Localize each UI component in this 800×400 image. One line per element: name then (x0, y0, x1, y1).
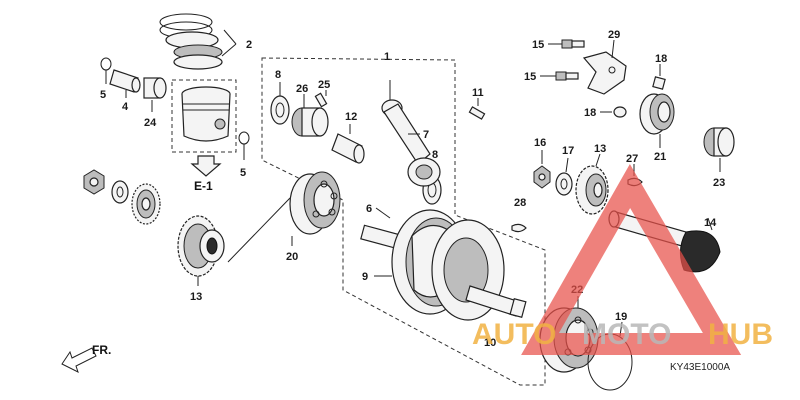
watermark-logo: AUTO MOTO HUB (472, 163, 773, 355)
callout-21: 21 (654, 151, 666, 163)
piston-pin-clip-right (238, 131, 250, 160)
needle-bearing-23 (703, 127, 735, 172)
main-bearing-left (227, 171, 341, 263)
callout-24: 24 (144, 117, 157, 129)
dowel-18-lower (600, 106, 627, 118)
callout-17: 17 (562, 145, 574, 157)
piston-pin-clip-left (100, 57, 112, 84)
callout-19: 19 (615, 311, 627, 323)
balancer-bearing (639, 93, 675, 148)
locating-pin (314, 90, 328, 108)
crankshaft-right-half (431, 219, 527, 321)
nut-left (83, 169, 105, 195)
woodruff-key-28 (511, 223, 527, 233)
crankshaft-gear-left (177, 215, 225, 286)
callout-8b: 8 (432, 149, 438, 161)
callout-11: 11 (472, 87, 484, 99)
callout-10: 10 (484, 337, 496, 349)
callout-28: 28 (514, 197, 526, 209)
callout-2: 2 (246, 39, 252, 51)
callout-13b: 13 (594, 143, 606, 155)
thrust-washer-left (270, 82, 290, 125)
diagram-code: KY43E1000A (670, 362, 730, 373)
callout-5b: 5 (240, 167, 246, 179)
callout-27: 27 (626, 153, 638, 165)
piston-rings (159, 13, 237, 70)
washer-17 (555, 157, 573, 196)
needle-bearing-small-end (143, 77, 167, 112)
washer-left (111, 180, 129, 204)
watermark-part-c: HUB (708, 318, 773, 351)
needle-bearing-big-end (291, 94, 329, 137)
front-label: FR. (92, 343, 111, 357)
bolt-15-upper (548, 39, 585, 49)
nut-16 (533, 150, 551, 189)
crank-pin (331, 124, 365, 164)
callout-4: 4 (122, 101, 129, 113)
callout-29: 29 (608, 29, 620, 41)
callout-1: 1 (384, 51, 390, 63)
ref-arrow (190, 155, 222, 177)
piston-box (171, 79, 237, 153)
dowel-18-upper (652, 64, 666, 90)
watermark-part-b: MOTO (582, 318, 671, 351)
piston-pin (109, 69, 141, 98)
leader-6 (375, 207, 391, 219)
callout-9: 9 (362, 271, 368, 283)
callout-20: 20 (286, 251, 298, 263)
retainer-plate (582, 39, 627, 95)
callout-5a: 5 (100, 89, 106, 101)
balancer-gear-right (575, 153, 609, 215)
callout-18b: 18 (584, 107, 596, 119)
callout-6: 6 (366, 203, 372, 215)
callout-15a: 15 (532, 39, 544, 51)
gear-small-left (131, 183, 161, 225)
bolt-15-lower (540, 71, 579, 81)
callout-8a: 8 (275, 69, 281, 81)
callout-7: 7 (423, 129, 429, 141)
callout-26: 26 (296, 83, 308, 95)
woodruff-key-11 (468, 98, 486, 120)
callout-12: 12 (345, 111, 357, 123)
callout-15b: 15 (524, 71, 536, 83)
connecting-rod (381, 80, 441, 187)
piston (181, 86, 231, 142)
callout-13a: 13 (190, 291, 202, 303)
watermark-part-a: AUTO (472, 318, 556, 351)
callout-23: 23 (713, 177, 725, 189)
callout-18a: 18 (655, 53, 667, 65)
callout-25: 25 (318, 79, 330, 91)
ref-label: E-1 (194, 179, 213, 193)
callout-16: 16 (534, 137, 546, 149)
front-arrow-icon (61, 347, 97, 373)
callout-14: 14 (704, 217, 717, 229)
